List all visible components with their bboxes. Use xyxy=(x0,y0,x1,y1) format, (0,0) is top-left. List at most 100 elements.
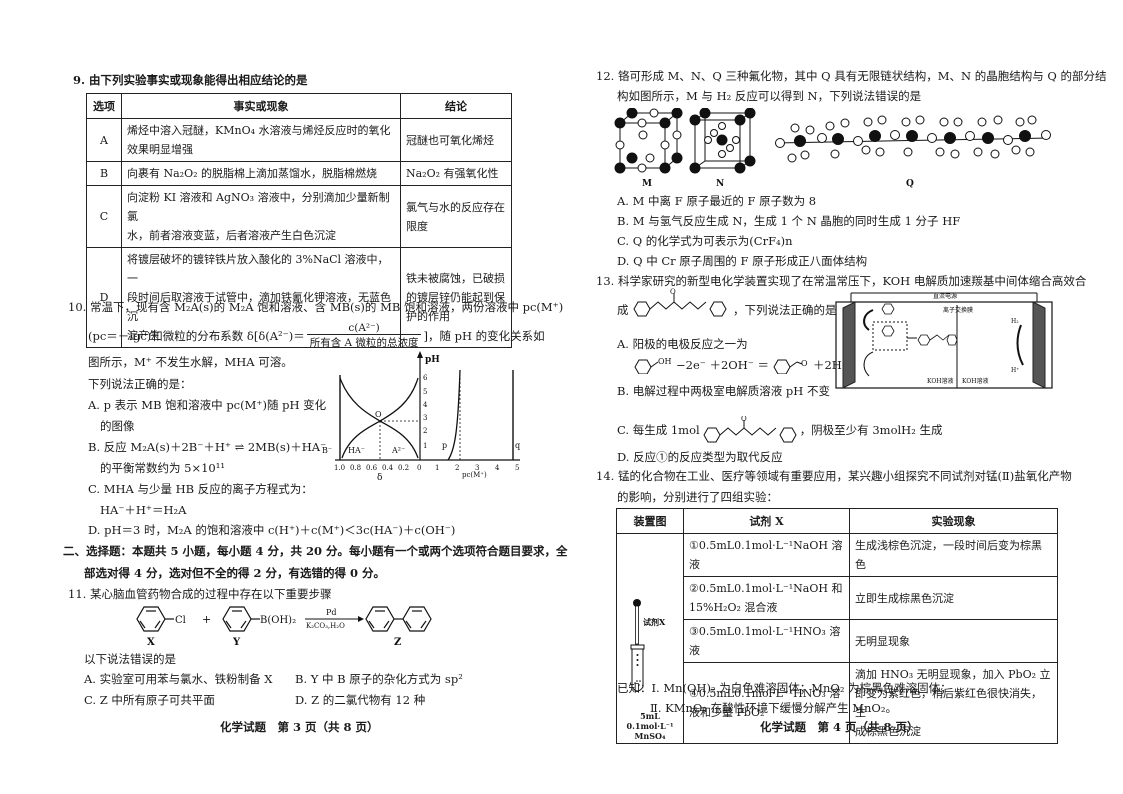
benzaldehyde-icon: O xyxy=(773,359,808,374)
q13-line1: 13. 科学家研究的新型电化学装置实现了在常温常压下，KOH 电解质加速羰基中间… xyxy=(596,274,1087,288)
q14-header-reagent: 试剂 X xyxy=(683,508,850,534)
q12-option-c: C. Q 的化学式为可表示为(CrF₄)n xyxy=(617,234,793,248)
q12-option-d: D. Q 中 Cr 原子周围的 F 原子形成正八面体结构 xyxy=(617,254,868,268)
svg-text:pc(M⁺): pc(M⁺) xyxy=(462,471,487,479)
q14-apparatus-cell: 试剂X 5mL 0.1mol·L⁻¹ MnSO₄ xyxy=(616,533,684,744)
q9-c-fact-1: 向淀粉 KI 溶液和 AgNO₃ 溶液中，分别滴加少量新制氯 xyxy=(127,191,390,223)
svg-text:0: 0 xyxy=(417,464,421,472)
q9-c-conclusion-1: 氯气与水的反应存在 xyxy=(406,200,505,214)
q9-row-d: D 将镀层破坏的镀锌铁片放入酸化的 3%NaCl 溶液中，一段时间后取溶液于试管… xyxy=(86,247,512,348)
svg-text:A²⁻: A²⁻ xyxy=(391,446,405,455)
q14-reagent-2-line1: ②0.5mL0.1mol·L⁻¹NaOH 和 xyxy=(689,582,843,595)
q11-reaction-scheme: Cl X + B(OH)₂ Y Pd K₂CO₃,H₂O Z xyxy=(136,606,432,648)
q9-d-fact-3: 淀产生 xyxy=(127,329,160,342)
svg-text:q: q xyxy=(515,441,520,450)
svg-text:B(OH)₂: B(OH)₂ xyxy=(260,615,296,626)
q14-phenomenon-3: 无明显现象 xyxy=(849,619,1058,663)
svg-text:1.0: 1.0 xyxy=(334,464,345,472)
svg-text:B⁻: B⁻ xyxy=(322,446,332,455)
q9-header-conclusion: 结论 xyxy=(400,93,512,119)
q9-b-conclusion: Na₂O₂ 有强氧化性 xyxy=(400,161,512,186)
svg-text:KOH溶液: KOH溶液 xyxy=(962,377,988,385)
svg-text:1: 1 xyxy=(435,464,439,472)
q10-option-b-2: 的平衡常数约为 5×10¹¹ xyxy=(100,461,225,475)
q14-header-phenomenon: 实验现象 xyxy=(849,508,1058,534)
svg-text:O: O xyxy=(375,410,382,419)
q13-option-d: D. 反应①的反应类型为取代反应 xyxy=(617,450,783,464)
svg-text:2: 2 xyxy=(423,427,427,435)
q11-prompt: 以下说法错误的是 xyxy=(84,652,176,666)
q10-fraction: c(A²⁻) 所有含 A 微粒的总浓度 xyxy=(306,322,422,350)
svg-text:0.2: 0.2 xyxy=(398,464,409,472)
q13-line2-pre: 成 xyxy=(617,303,629,317)
svg-text:Z: Z xyxy=(394,637,401,648)
q9-d-conclusion-2: 的镀层锌仍能起到保 xyxy=(406,291,505,304)
dibenzylideneacetone-structure-icon: O xyxy=(633,288,727,317)
test-tube-dropper-icon: 试剂X xyxy=(630,599,666,692)
q9-title: 9. 由下列实验事实或现象能得出相应结论的是 xyxy=(73,73,308,87)
q9-option-b: B xyxy=(86,161,122,186)
svg-text:KOH溶液: KOH溶液 xyxy=(927,377,953,385)
q13-option-a-equation: OH −2e⁻ ＋2OH⁻ ＝ O ＋2H₂O xyxy=(634,356,856,374)
svg-text:5: 5 xyxy=(423,388,427,396)
q14-apparatus-solution-name: MnSO₄ xyxy=(634,731,666,741)
q10-option-a-2: 的图像 xyxy=(100,419,135,433)
svg-text:0.6: 0.6 xyxy=(366,464,378,472)
q13-option-c-post: ，阴极至少有 3molH₂ 生成 xyxy=(799,423,943,437)
crystal-m-icon xyxy=(614,108,683,174)
q10-option-a-1: A. p 表示 MB 饱和溶液中 pc(M⁺)随 pH 变化 xyxy=(88,398,327,412)
q10-line2-pre: (pc＝－lgc)和微粒的分布系数 δ[δ(A²⁻)＝ xyxy=(88,329,305,343)
q10-line2-post: ]，随 pH 的变化关系如 xyxy=(423,329,545,343)
svg-text:5: 5 xyxy=(515,464,519,472)
q10-line3: 图所示，M⁺ 不发生水解，MHA 可溶。 xyxy=(88,355,293,369)
q10-option-b-1: B. 反应 M₂A(s)＋2B⁻＋H⁺ ⇌ 2MB(s)＋HA⁻ xyxy=(88,440,327,454)
q9-header-fact: 事实或现象 xyxy=(121,93,401,119)
q14-phenomenon-4-line1: 滴加 HNO₃ 无明显现象，加入 PbO₂ 立 xyxy=(855,668,1051,681)
q14-reagent-4-line1: ④0.5mL0.1mol·L⁻¹HNO₃ 溶 xyxy=(689,687,841,700)
left-page-footer: 化学试题 第 3 页（共 8 页） xyxy=(220,720,379,734)
q14-phenomenon-1: 生成浅棕色沉淀，一段时间后变为棕黑色 xyxy=(849,533,1058,577)
q14-row-4: ④0.5mL0.1mol·L⁻¹HNO₃ 溶液和少量 PbO₂ 滴加 HNO₃ … xyxy=(617,662,1058,744)
section2-line2: 部选对得 4 分，选对但不全的得 2 分，有选错的得 0 分。 xyxy=(84,566,386,580)
svg-text:p: p xyxy=(442,441,447,450)
q9-option-a: A xyxy=(86,118,122,162)
svg-text:OH: OH xyxy=(658,357,672,366)
q9-row-c: C 向淀粉 KI 溶液和 AgNO₃ 溶液中，分别滴加少量新制氯水，前者溶液变蓝… xyxy=(86,185,512,248)
crystal-n-icon xyxy=(689,108,756,174)
q10-fraction-numerator: c(A²⁻) xyxy=(348,322,380,334)
svg-text:Pd: Pd xyxy=(326,608,337,617)
svg-text:0.8: 0.8 xyxy=(350,464,361,472)
q13-equation-middle: −2e⁻ ＋2OH⁻ ＝ xyxy=(676,358,769,372)
svg-text:M: M xyxy=(642,179,652,188)
q13-option-c: C. 每生成 1mol O ，阴极至少有 3molH₂ 生成 xyxy=(617,416,942,444)
q9-header-option: 选项 xyxy=(86,93,122,119)
svg-text:X: X xyxy=(147,637,155,648)
q14-known-1: 已知：Ⅰ. Mn(OH)₂ 为白色难溶固体；MnO₂ 为棕黑色难溶固体； xyxy=(617,681,952,695)
q12-line1: 12. 铬可形成 M、N、Q 三种氟化物，其中 Q 具有无限链状结构，M、N 的… xyxy=(596,69,1107,83)
q9-d-conclusion-3: 护的作用 xyxy=(406,310,450,323)
q9-d-fact-1: 将镀层破坏的镀锌铁片放入酸化的 3%NaCl 溶液中，一 xyxy=(127,253,389,285)
dibenzylideneacetone-icon: O xyxy=(703,416,797,443)
q14-phenomenon-2: 立即生成棕黑色沉淀 xyxy=(849,576,1058,620)
svg-text:6: 6 xyxy=(423,374,428,382)
q12-line2: 构如图所示，M 与 H₂ 反应可以得到 N，下列说法错误的是 xyxy=(617,89,922,103)
svg-text:4: 4 xyxy=(423,401,428,409)
svg-text:2: 2 xyxy=(455,464,459,472)
q10-option-d: D. pH＝3 时，M₂A 的饱和溶液中 c(H⁺)＋c(M⁺)＜3c(HA⁻)… xyxy=(88,523,456,537)
svg-text:O: O xyxy=(741,416,747,423)
svg-text:O: O xyxy=(801,359,808,368)
svg-text:N: N xyxy=(716,179,724,188)
svg-text:4: 4 xyxy=(495,464,500,472)
benzyl-alcohol-icon: OH xyxy=(634,357,672,374)
svg-text:Y: Y xyxy=(232,637,241,648)
q13-electrolysis-diagram: 直流电源 离子交换膜 H₂ H⁺ KOH溶液 KOH溶液 xyxy=(835,292,1053,389)
svg-text:pH: pH xyxy=(425,355,440,365)
q12-crystal-figures: M N xyxy=(614,108,1051,188)
right-page-footer: 化学试题 第 4 页（共 8 页） xyxy=(760,720,919,734)
svg-text:1: 1 xyxy=(423,442,427,450)
q9-c-fact-2: 水，前者溶液变蓝，后者溶液产生白色沉淀 xyxy=(127,229,336,242)
q13-option-b: B. 电解过程中两极室电解质溶液 pH 不变 xyxy=(617,384,830,398)
q11-title: 11. 某心脑血管药物合成的过程中存在以下重要步骤 xyxy=(68,587,332,601)
svg-text:δ: δ xyxy=(377,473,382,480)
